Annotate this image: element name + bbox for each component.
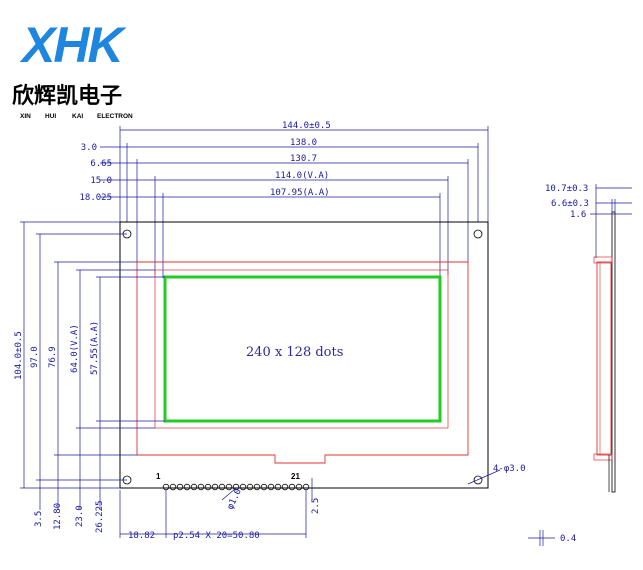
pin-pad xyxy=(218,483,226,491)
pin-pad xyxy=(281,483,289,491)
dim-side-pcb: 1.6 xyxy=(570,210,586,220)
dim-height-overall: 104.0±0.5 xyxy=(14,331,24,380)
mount-hole-tr xyxy=(473,229,483,239)
dim-height-pcb: 97.0 xyxy=(30,346,40,368)
pin-pad xyxy=(204,483,212,491)
dim-offset-3: 3.0 xyxy=(81,143,97,153)
dim-offset-6-65: 6.65 xyxy=(90,159,112,169)
dim-width-glass: 130.7 xyxy=(290,154,317,164)
pin-label-last: 21 xyxy=(291,472,300,481)
dim-height-active-area: 57.55(A.A) xyxy=(90,321,100,375)
dim-pin-height: 2.5 xyxy=(311,498,321,514)
dim-mount-holes: 4-φ3.0 xyxy=(493,464,526,474)
brand-word-hui: HUI xyxy=(45,113,56,120)
brand-word-electron: ELECTRON xyxy=(97,113,133,120)
active-area xyxy=(163,275,442,423)
pin-pad xyxy=(225,483,233,491)
dim-height-viewing-area: 64.0(V.A) xyxy=(70,324,80,373)
dim-side-pin: 0.4 xyxy=(560,534,576,544)
brand-logo: XHK xyxy=(19,17,127,73)
top-dimension-lines xyxy=(100,126,489,278)
dim-height-glass: 76.9 xyxy=(48,346,58,368)
pin-pad xyxy=(274,483,282,491)
brand-word-xin: XIN xyxy=(20,113,31,120)
pin-pad xyxy=(239,483,247,491)
pin-pad xyxy=(267,483,275,491)
dim-side-lcd: 6.6±0.3 xyxy=(551,199,589,209)
dim-bottom-12-80: 12.80 xyxy=(53,503,63,530)
dim-side-thickness: 10.7±0.3 xyxy=(545,184,588,194)
pin-label-first: 1 xyxy=(156,472,161,481)
dim-pin-diameter: φ1.0 xyxy=(226,487,244,511)
pin-pad xyxy=(253,483,261,491)
viewing-area-outline xyxy=(154,269,449,429)
dim-pin-pitch: p2.54 X 20=50.80 xyxy=(173,531,260,541)
dim-width-overall: 144.0±0.5 xyxy=(282,121,331,131)
dim-offset-18-025: 18.025 xyxy=(79,193,112,203)
pin-pad xyxy=(288,483,296,491)
dim-bottom-3-5: 3.5 xyxy=(34,511,44,527)
pin-pad xyxy=(197,483,205,491)
pin-pad xyxy=(295,483,303,491)
pin-header xyxy=(162,483,310,491)
dim-width-viewing-area: 114.0(V.A) xyxy=(275,171,329,181)
pin-pad xyxy=(246,483,254,491)
pcb-outline xyxy=(119,221,489,489)
side-dimension-lines xyxy=(528,184,632,546)
dim-width-active-area: 107.95(A.A) xyxy=(270,188,330,198)
brand-chinese-name: 欣辉凯电子 xyxy=(12,83,122,109)
side-view xyxy=(593,211,616,493)
pin-pad xyxy=(302,483,310,491)
pin-pad xyxy=(176,483,184,491)
bottom-dimension-lines xyxy=(119,469,501,538)
glass-outline xyxy=(136,261,469,464)
pin-pad xyxy=(211,483,219,491)
pin-pad xyxy=(260,483,268,491)
pin-pad xyxy=(232,483,240,491)
dim-width-pcb: 138.0 xyxy=(290,138,317,148)
display-resolution-label: 240 x 128 dots xyxy=(246,345,343,360)
pin-pad xyxy=(190,483,198,491)
brand-word-kai: KAI xyxy=(72,113,83,120)
pin-pad xyxy=(162,483,170,491)
left-dimension-lines xyxy=(20,221,165,510)
pin-pad xyxy=(169,483,177,491)
dim-bottom-23: 23.0 xyxy=(75,505,85,527)
pin-pad xyxy=(183,483,191,491)
dim-offset-15: 15.0 xyxy=(90,176,112,186)
dim-bottom-26-225: 26.225 xyxy=(95,500,105,533)
dim-pin-offset: 18.82 xyxy=(128,531,155,541)
mount-hole-br xyxy=(473,475,483,485)
